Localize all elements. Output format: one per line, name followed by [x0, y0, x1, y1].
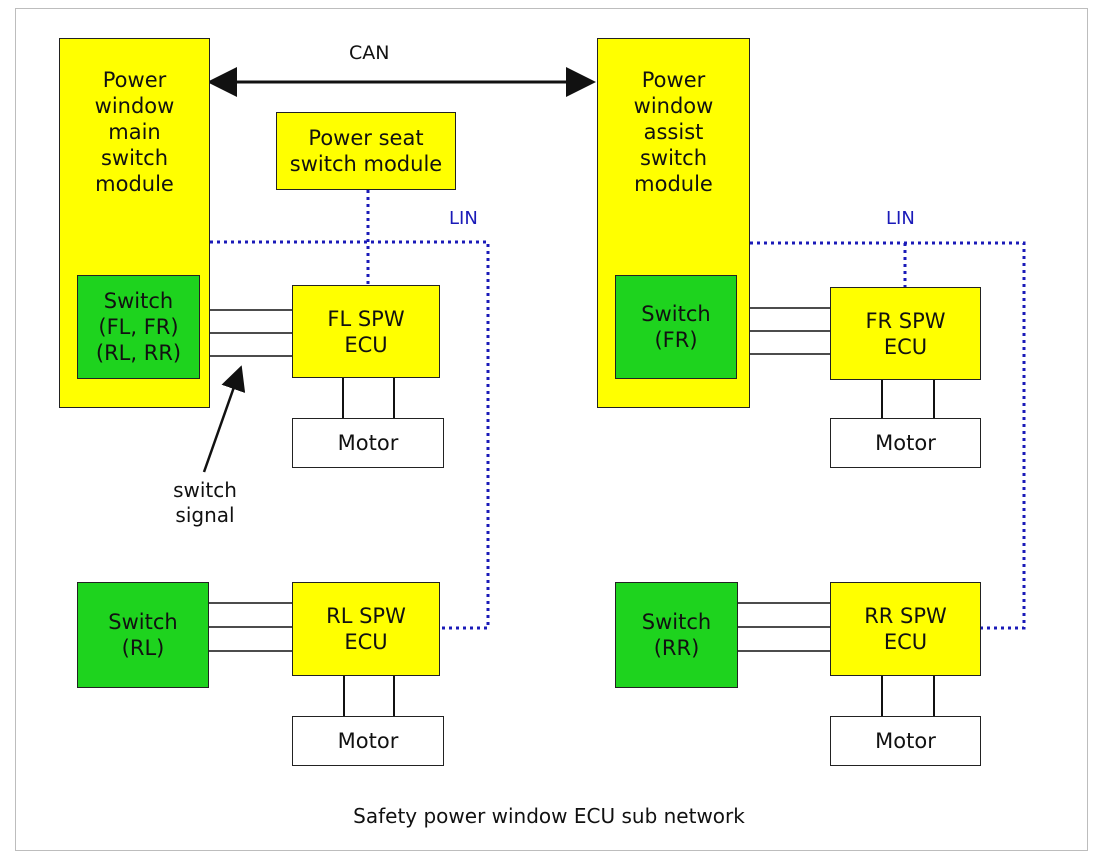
lin-bus-right — [750, 241, 1026, 630]
rl-spw-ecu: RL SPW ECU — [292, 582, 440, 676]
switch-main: Switch (FL, FR) (RL, RR) — [77, 275, 200, 379]
lin-label-right: LIN — [886, 208, 915, 229]
switch-signal-label: switch signal — [173, 478, 237, 527]
motor-fr: Motor — [830, 418, 981, 468]
rr-spw-ecu: RR SPW ECU — [830, 582, 981, 676]
motor-rr: Motor — [830, 716, 981, 766]
motor-rl: Motor — [292, 716, 444, 766]
motor-wires — [342, 378, 935, 716]
motor-fl: Motor — [292, 418, 444, 468]
diagram-caption: Safety power window ECU sub network — [353, 804, 745, 828]
lin-bus-left — [210, 190, 490, 630]
power-seat-switch-module: Power seat switch module — [276, 112, 456, 190]
diagram-frame — [15, 8, 1088, 851]
fl-spw-ecu: FL SPW ECU — [292, 285, 440, 378]
switch-fr: Switch (FR) — [615, 275, 737, 379]
can-label: CAN — [349, 42, 390, 64]
switch-rr: Switch (RR) — [615, 582, 738, 688]
switch-rl: Switch (RL) — [77, 582, 209, 688]
lin-label-left: LIN — [449, 208, 478, 229]
switch-wires — [200, 307, 830, 652]
switch-signal-arrow — [202, 365, 246, 473]
fr-spw-ecu: FR SPW ECU — [830, 287, 981, 380]
